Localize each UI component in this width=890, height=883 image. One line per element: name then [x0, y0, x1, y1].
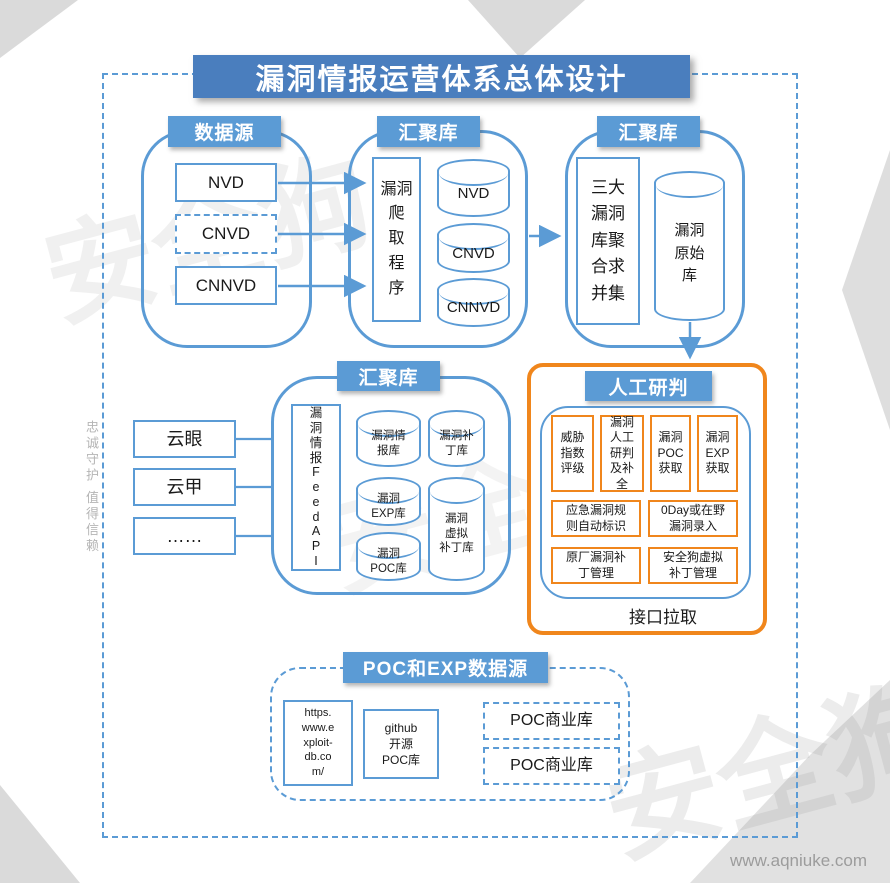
manual-judge-complete-box: 漏洞 人工 研判 及补 全 — [600, 415, 644, 492]
raw-vuln-db-cylinder: 漏洞 原始 库 — [654, 171, 725, 321]
feed-api-box: 漏 洞 情 报 F e e d A P I — [291, 404, 341, 571]
exp-db-label: 漏洞 EXP库 — [371, 492, 406, 520]
virtual-patch-db-label: 漏洞 虚拟 补丁库 — [439, 512, 474, 555]
zeroday-entry-box: 0Day或在野 漏洞录入 — [648, 500, 738, 537]
poc-commercial-box-2: POC商业库 — [483, 747, 620, 785]
nvd-db-label: NVD — [457, 184, 490, 202]
cnvd-db-label: CNVD — [452, 244, 495, 262]
intel-db-cylinder: 漏洞情 报库 — [356, 410, 421, 467]
exp-acquire-box: 漏洞 EXP 获取 — [697, 415, 738, 492]
manual-review-inner-frame — [540, 406, 751, 599]
merge-hub-header: 汇聚库 — [597, 116, 700, 147]
manual-review-header: 人工研判 — [585, 371, 712, 401]
page-title: 漏洞情报运营体系总体设计 — [193, 55, 690, 98]
virtual-patch-db-cylinder: 漏洞 虚拟 补丁库 — [428, 477, 485, 581]
datasource-item-nvd: NVD — [175, 163, 277, 202]
slogan-watermark: 忠诚守护 值得信赖 — [84, 420, 99, 555]
poc-sources-header: POC和EXP数据源 — [343, 652, 548, 683]
nvd-db-cylinder: NVD — [437, 159, 510, 217]
datasource-item-cnnvd: CNNVD — [175, 266, 277, 305]
patch-db-cylinder: 漏洞补 丁库 — [428, 410, 485, 467]
cnnvd-db-label: CNNVD — [446, 299, 501, 316]
client-yunyan-box: 云眼 — [133, 420, 236, 458]
site-url-watermark: www.aqniuke.com — [730, 851, 868, 870]
emergency-rule-tag-box: 应急漏洞规 则自动标识 — [551, 500, 641, 537]
crawler-program-box: 漏洞 爬 取 程 序 — [372, 157, 421, 322]
merge-union-box: 三大 漏洞 库聚 合求 并集 — [576, 157, 640, 325]
cnnvd-db-cylinder: CNNVD — [437, 278, 510, 327]
exp-db-cylinder: 漏洞 EXP库 — [356, 477, 421, 526]
poc-acquire-box: 漏洞 POC 获取 — [650, 415, 691, 492]
cnvd-db-cylinder: CNVD — [437, 223, 510, 273]
interface-pull-label: 接口拉取 — [629, 607, 697, 627]
datasource-header: 数据源 — [168, 116, 281, 147]
intel-db-label: 漏洞情 报库 — [371, 429, 406, 457]
virtual-patch-mgmt-box: 安全狗虚拟 补丁管理 — [648, 547, 738, 584]
datasource-item-cnvd: CNVD — [175, 214, 277, 254]
vendor-patch-mgmt-box: 原厂漏洞补 丁管理 — [551, 547, 641, 584]
threat-index-rating-box: 威胁 指数 评级 — [551, 415, 594, 492]
poc-db-label: 漏洞 POC库 — [370, 547, 407, 575]
client-yunjia-box: 云甲 — [133, 468, 236, 506]
exploit-db-box: https. www.e xploit- db.co m/ — [283, 700, 353, 786]
feed-hub-header: 汇聚库 — [337, 361, 440, 391]
raw-vuln-db-label: 漏洞 原始 库 — [674, 222, 705, 285]
poc-db-cylinder: 漏洞 POC库 — [356, 532, 421, 581]
patch-db-label: 漏洞补 丁库 — [439, 429, 474, 457]
crawler-hub-header: 汇聚库 — [377, 116, 480, 147]
github-poc-box: github 开源 POC库 — [363, 709, 439, 779]
poc-commercial-box-1: POC商业库 — [483, 702, 620, 740]
client-others-box: …… — [133, 517, 236, 555]
